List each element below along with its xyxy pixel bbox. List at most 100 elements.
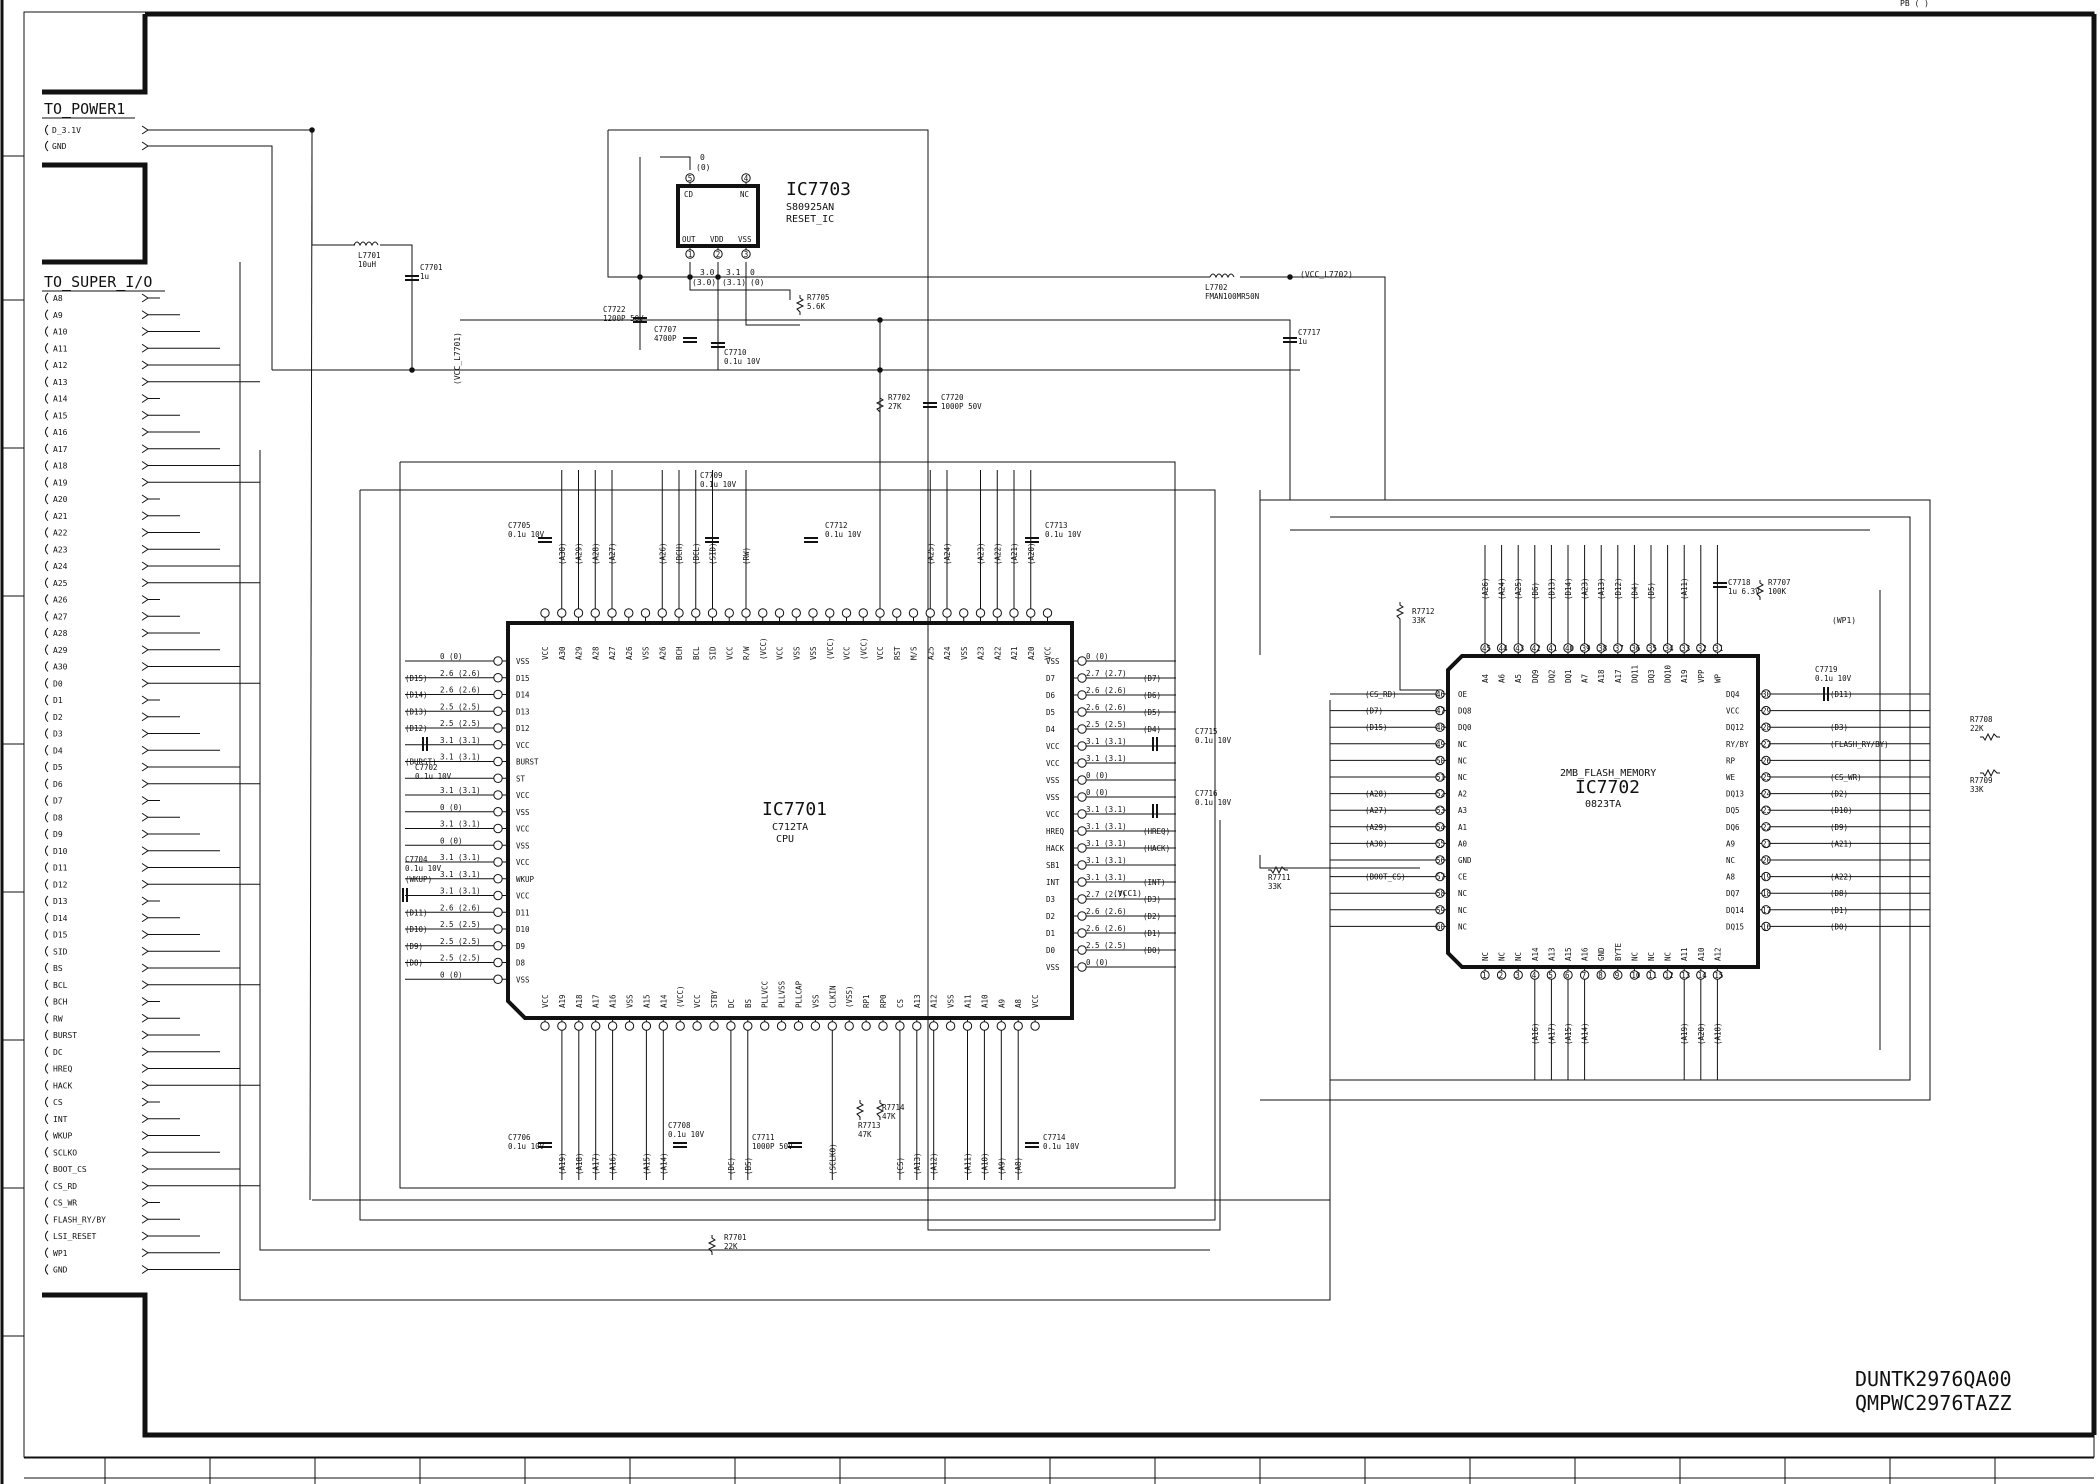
component-ref: R7714 [882,1103,905,1112]
connector-arrow [141,812,149,822]
ic7701-left-voltage: 0 (0) [440,836,463,845]
ic7701-bottom-pin-label: CS [896,998,905,1008]
ic7702-top-pin-label: A5 [1514,674,1523,683]
component-ref: R7709 [1970,776,1993,785]
connector-pin-bracket [45,124,49,136]
pin-number [557,1021,567,1031]
ic7701-bottom-pin-label: A14 [659,994,668,1008]
component-value: 0.1u 10V [1195,736,1232,745]
ic7702-pin-number: 38 [1598,644,1608,653]
pin-number [1563,643,1573,653]
wire [608,129,1221,1231]
ic7701-left-voltage: 3.1 (3.1) [440,786,481,795]
ic7701-left-pin-label: VCC [516,825,530,834]
pin-number [959,608,969,618]
ic7703-pin-label: VSS [738,235,752,244]
ic7702-top-net: (A11) [1680,577,1689,600]
connector-arrow [141,946,149,956]
connector-arrow [141,561,149,571]
ic7702-left-pin-label: DQ8 [1458,707,1472,716]
pin-number [1629,643,1640,653]
component-value: 0.1u 10V [415,772,452,781]
connector-pin-label: A16 [53,428,68,437]
component-value: 0.1u 10V [1195,798,1232,807]
component-value: 0.1u 10V [405,864,442,873]
connector-pin-bracket [45,1029,49,1041]
ic7701-part: C712TA [772,822,808,833]
connector-pin-label: BURST [53,1031,77,1040]
connector-pin-bracket [45,694,49,706]
ic7702-top-net: (A26) [1481,577,1490,600]
pin-number [574,1021,584,1031]
pin-number [1696,643,1706,653]
ic7702-bottom-net: (A16) [1531,1022,1540,1045]
ic7702-pin-number: 20 [1762,856,1772,865]
ic7701-top-pin-label: VCC [541,646,550,660]
ic7701-right-pin-label: VCC [1046,742,1060,751]
ic7701-left-voltage: 3.1 (3.1) [440,736,481,745]
connector-arrow [141,544,149,554]
pin-number [1546,643,1557,653]
ic7701-top-pin-label: VSS [809,646,818,660]
ic7701-right-pin-label: VSS [1046,776,1060,785]
resistor [855,1100,865,1120]
ic7702-pin-number: 39 [1582,644,1591,653]
ic7702-top-pin-label: A17 [1614,669,1623,683]
ic7701-top-net: (A20) [1027,542,1036,565]
pin-number [1712,643,1723,653]
ic7702-top-net: (A13) [1597,577,1606,600]
connector-pin-label: HACK [53,1081,72,1090]
pin-number [726,1021,736,1031]
connector-pin-bracket [45,711,49,723]
connector-pin-bracket [45,828,49,840]
pin-number [942,608,952,618]
connector-pin-label: A30 [53,663,68,672]
connector-pin-bracket [45,778,49,790]
pin-number [741,608,751,618]
component-value: 5.6K [807,302,826,311]
component-value: 22K [724,1242,738,1251]
wire [312,700,1331,1201]
connector-arrow [141,377,149,387]
ic7701-top-pin-label: VSS [642,646,651,660]
pin-number [1579,970,1590,980]
net-label-vcc1: (VCC1) [1113,889,1142,898]
ic7702-pin-number: 55 [1436,839,1445,848]
ic7701-bottom-pin-label: VCC [541,994,550,1008]
connector-arrow [141,494,149,504]
connector-pin-bracket [45,661,49,672]
component-ref: R7713 [858,1121,881,1130]
ic7701-top-net: (A22) [993,542,1002,565]
connector-pin-bracket [45,627,49,639]
ic7702-right-pin-label: A8 [1726,873,1736,882]
ic7702-left-pin-label: NC [1458,740,1467,749]
ic7702-top-pin-label: A18 [1597,669,1606,683]
ic7701-left-voltage: 3.1 (3.1) [440,753,481,762]
connector-arrow [141,1147,149,1157]
connector-pin-label: A17 [53,445,68,454]
connector-arrow [141,444,149,454]
ic7701-bottom-pin-label: RP0 [879,994,888,1008]
connector-pin-bracket [45,1096,49,1108]
pin-number [992,608,1002,618]
component-value: 1u [1298,337,1307,346]
ic7702-right-pin-label: DQ14 [1726,906,1745,915]
connector-arrow [141,360,149,370]
ic7701-top-pin-label: A27 [608,646,617,660]
ic7703-ref: IC7703 [786,179,851,200]
connector-pin-bracket [45,460,49,471]
ic7702-left-pin-label: A0 [1458,839,1468,848]
component-value: 100K [1768,587,1787,596]
wire [239,262,1331,1301]
connector-arrow [141,628,149,638]
connector-pin-bracket [45,761,49,773]
ic7701-right-voltage: 2.7 (2.7) [1086,669,1127,678]
connector-arrow [141,712,149,722]
ic7701-top-net: (A27) [608,542,617,565]
ic7701-bottom-pin-label: BS [744,998,753,1008]
ic7701-right-voltage: 3.1 (3.1) [1086,737,1127,746]
ic7701-bottom-pin-label: (VCC) [676,985,685,1008]
ic7701-left-voltage: 3.1 (3.1) [440,870,481,879]
pin-number [1613,643,1623,653]
ic7702-pin-number: 16 [1762,922,1772,931]
